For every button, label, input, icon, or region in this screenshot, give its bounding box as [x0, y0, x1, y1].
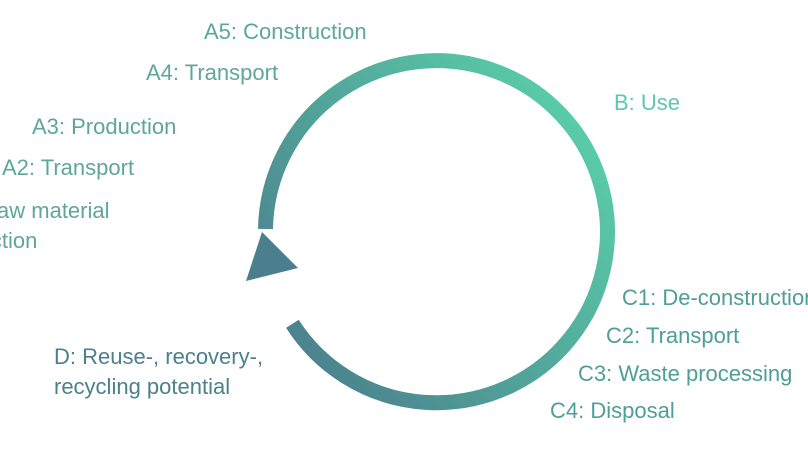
stage-c2-label: C2: Transport [606, 323, 740, 348]
stage-d-label: D: Reuse-, recovery-, recycling potentia… [54, 344, 263, 400]
stage-a1-label: A1: Raw material extraction [0, 198, 110, 254]
stage-a2-label: A2: Transport [2, 155, 135, 180]
stage-a1-line1: A1: Raw material [0, 198, 110, 223]
stage-d-line2: recycling potential [54, 374, 231, 399]
stage-a4-label: A4: Transport [146, 60, 279, 85]
stage-a5-label: A5: Construction [204, 19, 367, 44]
stage-a1-line2: extraction [0, 228, 38, 253]
stage-a3-label: A3: Production [32, 114, 177, 139]
cycle-arc [258, 53, 615, 411]
stage-c1-label: C1: De-construction [622, 285, 808, 310]
stage-c4-label: C4: Disposal [550, 398, 675, 423]
cycle-arrowhead [246, 232, 298, 281]
stage-d-line1: D: Reuse-, recovery-, [54, 344, 264, 369]
stage-c3-label: C3: Waste processing [578, 361, 793, 386]
stage-b-label: B: Use [614, 90, 681, 115]
